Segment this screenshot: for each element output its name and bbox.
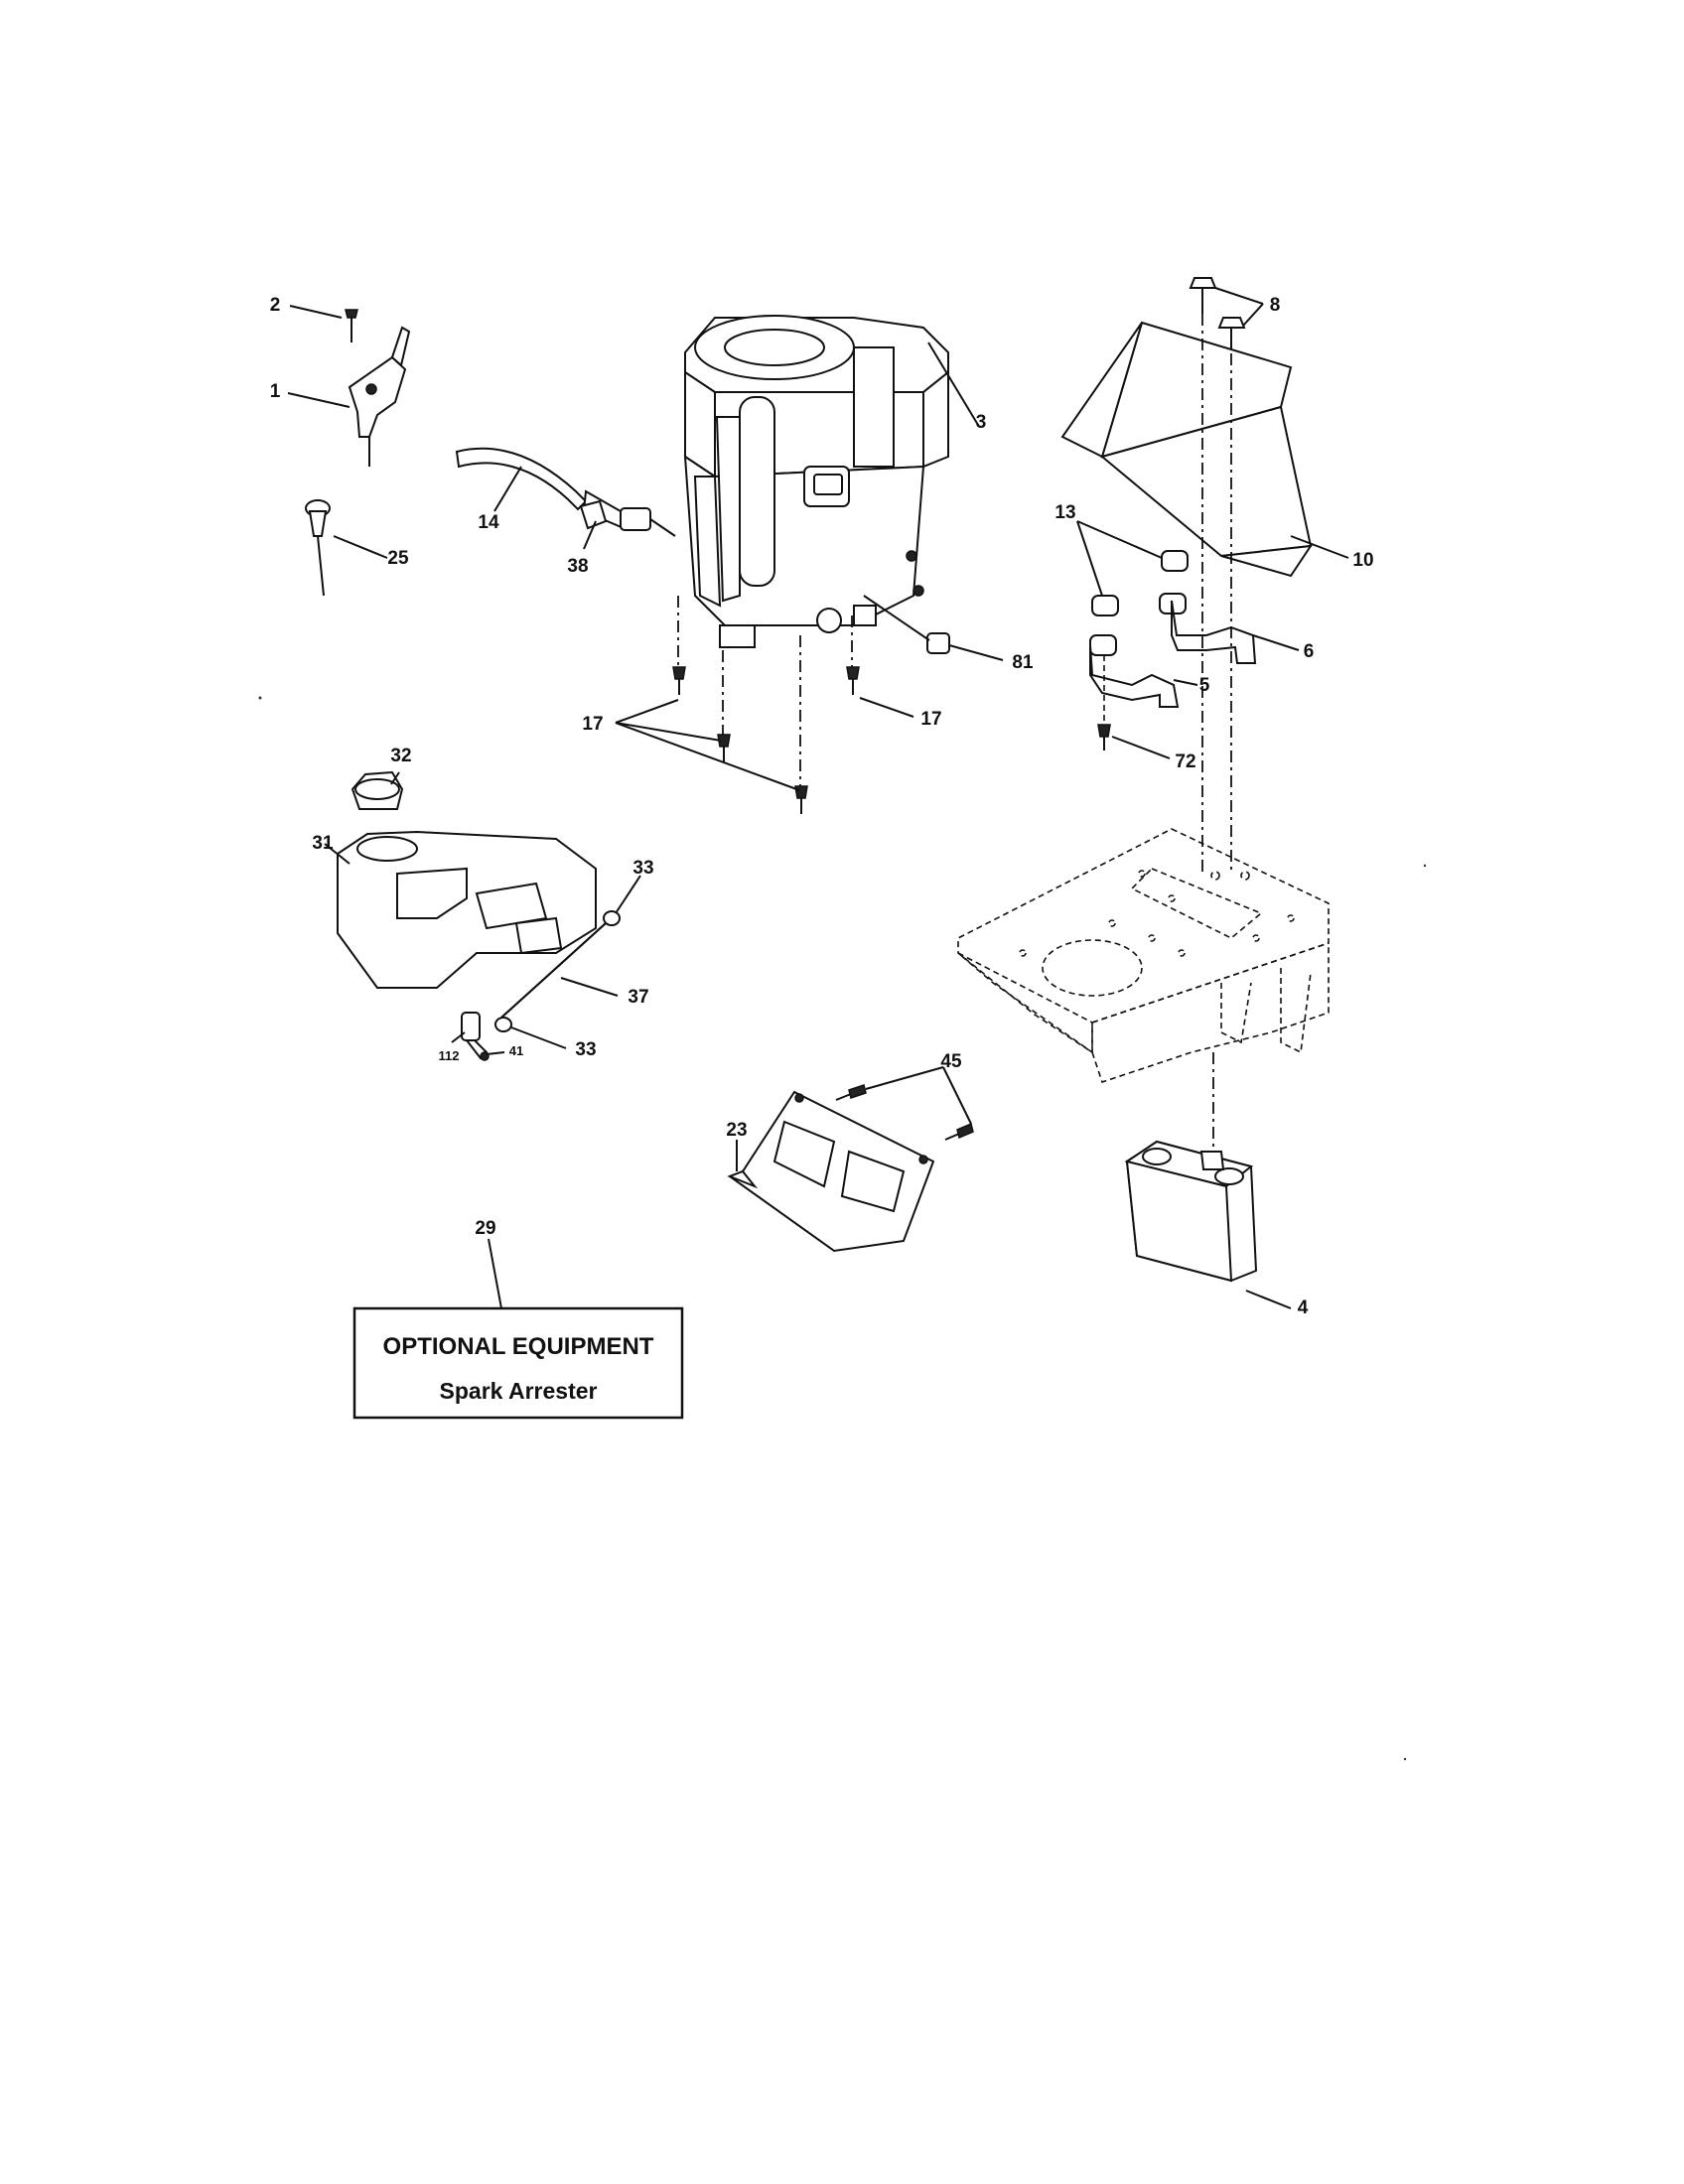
leader-17a-2 — [615, 722, 722, 742]
fittings-41-112-parts — [461, 1012, 490, 1061]
leader-25 — [333, 535, 388, 559]
throttle-control-part — [348, 326, 411, 467]
callout-17b: 17 — [920, 709, 941, 730]
exhaust-pipe-5-part — [1089, 644, 1180, 708]
callout-2: 2 — [270, 295, 281, 316]
exhaust-pipe-6-part — [1171, 600, 1257, 664]
chassis-frame — [957, 828, 1330, 1084]
callout-33b: 33 — [575, 1039, 596, 1060]
leader-2 — [289, 305, 343, 319]
bolts-45-parts — [835, 1084, 974, 1141]
callout-32: 32 — [390, 746, 411, 766]
screw-part — [345, 309, 358, 342]
leader-13a — [1076, 520, 1103, 597]
callout-29: 29 — [475, 1218, 495, 1239]
muffler-part — [1124, 1140, 1258, 1283]
heat-shield-part — [1060, 321, 1314, 578]
callout-1: 1 — [270, 381, 281, 402]
callout-23: 23 — [726, 1120, 747, 1141]
callout-41: 41 — [509, 1043, 523, 1058]
scan-dot — [1403, 1757, 1407, 1761]
fuel-filter-part — [579, 499, 608, 530]
callout-112: 112 — [439, 1048, 460, 1063]
engine-shield-part — [727, 1090, 935, 1253]
leader-13b — [1076, 520, 1163, 559]
leader-31 — [324, 843, 351, 865]
bolt-72-part — [1097, 724, 1111, 751]
leader-10 — [1290, 535, 1349, 559]
leader-38 — [583, 520, 597, 550]
optional-equipment-box: OPTIONAL EQUIPMENT Spark Arrester — [352, 1306, 684, 1420]
callout-5: 5 — [1199, 675, 1210, 696]
callout-8: 8 — [1270, 295, 1281, 316]
fuel-tank-part — [337, 830, 597, 989]
fuel-line-part — [455, 447, 651, 531]
optional-equipment-subtitle: Spark Arrester — [440, 1378, 598, 1404]
leader-33b — [510, 1026, 567, 1049]
engine-part — [683, 315, 949, 648]
callout-14: 14 — [478, 512, 499, 533]
leader-17a-3 — [615, 722, 800, 791]
fuel-hose-part — [500, 922, 607, 1019]
callout-13: 13 — [1054, 502, 1075, 523]
leader-45a — [865, 1066, 944, 1090]
leader-81 — [948, 644, 1004, 661]
callout-72: 72 — [1175, 751, 1195, 772]
callout-31: 31 — [312, 833, 334, 854]
leader-72 — [1111, 736, 1171, 759]
leader-5 — [1173, 679, 1198, 686]
callout-6: 6 — [1304, 641, 1315, 662]
optional-equipment-title: OPTIONAL EQUIPMENT — [383, 1333, 654, 1360]
callout-4: 4 — [1298, 1297, 1309, 1318]
leader-29 — [488, 1238, 502, 1309]
fuel-cap-part — [351, 770, 404, 810]
choke-knob-part — [305, 499, 331, 597]
callout-81: 81 — [1012, 652, 1034, 673]
leader-1 — [287, 392, 351, 408]
leader-38b — [649, 518, 676, 537]
leader-41 — [486, 1051, 505, 1055]
callout-10: 10 — [1352, 550, 1373, 571]
callout-25: 25 — [387, 548, 409, 569]
leader-3 — [927, 341, 979, 426]
leader-17b — [859, 697, 914, 718]
leader-37 — [560, 977, 619, 997]
leader-32 — [390, 771, 400, 785]
leader-17a-1 — [615, 699, 679, 724]
callout-37: 37 — [628, 987, 648, 1008]
part-81 — [863, 595, 950, 654]
callout-33a: 33 — [632, 858, 653, 879]
leader-112 — [451, 1031, 466, 1043]
callout-45: 45 — [940, 1051, 962, 1072]
leader-8b — [1242, 303, 1264, 327]
leader-6 — [1252, 634, 1300, 651]
leader-33a — [615, 875, 641, 914]
callout-38: 38 — [567, 556, 588, 577]
leader-14 — [493, 466, 522, 512]
callout-17a: 17 — [582, 714, 603, 735]
leader-45b — [942, 1066, 972, 1125]
leader-4 — [1245, 1290, 1292, 1309]
callout-3: 3 — [976, 412, 987, 433]
scan-dot — [1423, 864, 1427, 868]
callout-labels: 1 2 3 4 5 6 8 10 13 14 17 17 23 25 29 31… — [270, 295, 1374, 1318]
clamps-33-parts — [494, 910, 621, 1032]
leader-8a — [1214, 287, 1264, 305]
scan-dot — [258, 696, 262, 700]
